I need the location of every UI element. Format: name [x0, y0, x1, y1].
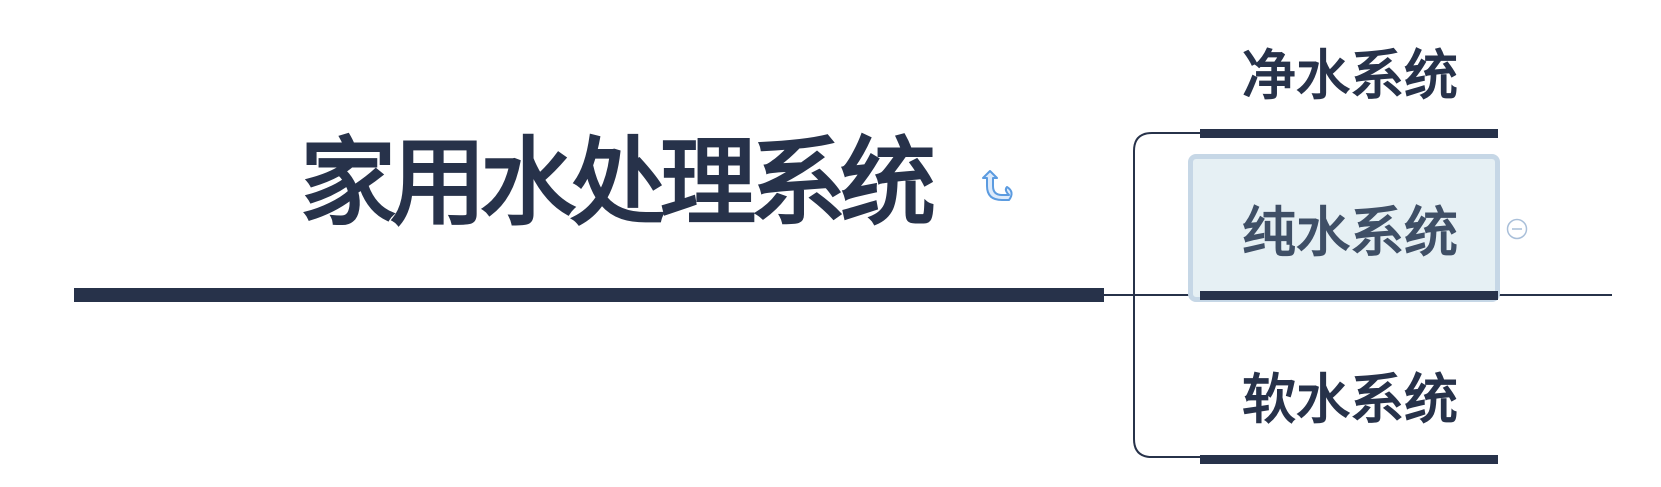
- refresh-arrow-icon[interactable]: [975, 168, 1019, 208]
- child-topic-underline: [1200, 291, 1498, 300]
- child-topic-chunshui[interactable]: 纯水系统: [1242, 201, 1458, 264]
- connector-branch-top: [1133, 132, 1200, 295]
- child-topic-underline: [1200, 129, 1498, 138]
- child-topic-underline: [1200, 455, 1498, 464]
- root-topic-title[interactable]: 家用水处理系统: [300, 127, 936, 239]
- child-topic-jingshui[interactable]: 净水系统: [1242, 44, 1458, 107]
- connector-branch-bottom: [1133, 295, 1200, 458]
- selected-topic-frame: [1188, 154, 1500, 302]
- minus-circle-icon[interactable]: [1506, 218, 1528, 240]
- child-topic-ruanshui[interactable]: 软水系统: [1242, 368, 1458, 431]
- root-topic-underline: [74, 288, 1104, 302]
